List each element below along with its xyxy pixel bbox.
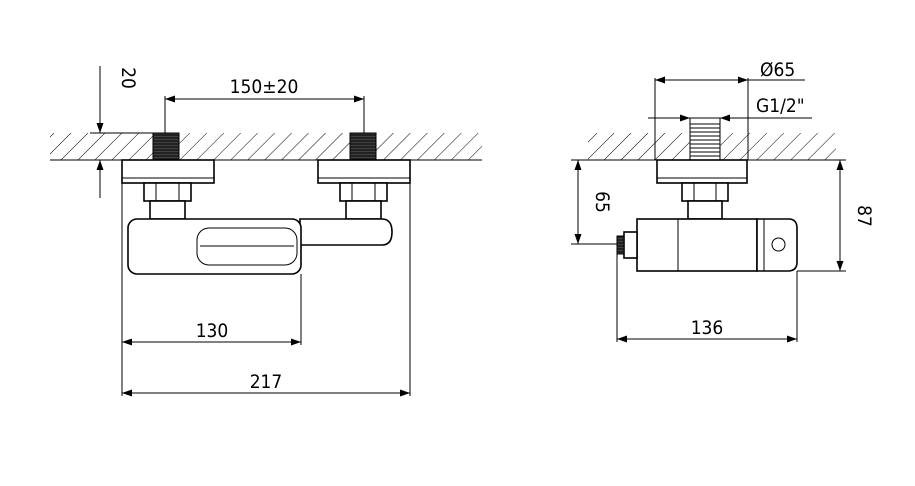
dim-handle: 130	[196, 320, 229, 342]
thread-pipe	[689, 117, 721, 161]
left-nut	[143, 182, 192, 220]
dim-total-width: 217	[250, 371, 283, 393]
side-nut	[681, 182, 729, 220]
handle-slot	[196, 227, 298, 266]
dim-depth: 136	[691, 317, 724, 339]
right-thread-insert	[349, 132, 377, 161]
left-thread-insert	[152, 132, 180, 161]
mixer-body	[299, 218, 393, 246]
dim-thread-depth: 20	[117, 67, 139, 89]
right-nut	[339, 182, 388, 220]
dim-escutcheon-diameter: Ø65	[760, 59, 795, 81]
side-handle-button	[771, 237, 786, 252]
dim-centers: 150±20	[230, 76, 299, 98]
left-escutcheon	[121, 159, 215, 184]
wall-hatch	[50, 133, 482, 160]
side-outlet	[616, 231, 638, 259]
wall-front	[50, 132, 482, 161]
front-view: 20 150±20 130 217	[50, 66, 482, 397]
side-handle	[756, 218, 798, 272]
wall-side	[588, 117, 836, 161]
side-body	[636, 218, 758, 272]
side-escutcheon	[656, 159, 748, 184]
dim-total-height: 87	[853, 205, 875, 227]
dim-thread: G1/2"	[756, 95, 805, 117]
thread-marks	[690, 123, 720, 157]
dim-outlet-height: 65	[591, 191, 613, 213]
right-escutcheon	[317, 159, 411, 184]
side-view: Ø65 G1/2" 65 87 136	[571, 59, 875, 343]
